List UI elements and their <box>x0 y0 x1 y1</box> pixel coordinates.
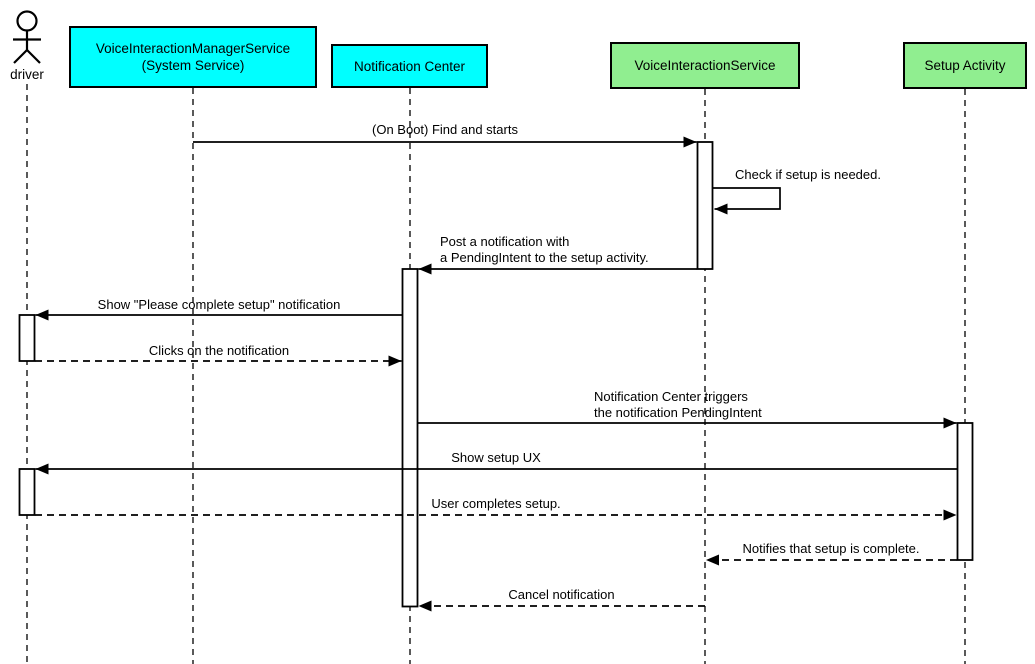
lifeline-box-voice-interaction-service: VoiceInteractionService <box>610 42 800 89</box>
activation-voice-interaction-service <box>696 141 714 270</box>
message-label-post-notification: Post a notification with a PendingIntent… <box>440 234 649 266</box>
activation-setup-activity <box>956 422 974 561</box>
actor-figure-driver <box>13 10 41 64</box>
lifeline-box-label: VoiceInteractionManagerService <box>95 41 291 56</box>
message-label-line: Notification Center triggers <box>594 389 748 404</box>
lifeline-box-notification-center: Notification Center <box>331 44 488 88</box>
lifeline-box-label: Notification Center <box>353 58 466 74</box>
activation-driver-2 <box>18 468 36 516</box>
message-label-cancel-notification: Cancel notification <box>508 587 615 602</box>
lifeline-box-label: Setup Activity <box>924 58 1006 73</box>
lifeline-box-label: VoiceInteractionService <box>634 58 776 73</box>
message-label-user-completes-setup: User completes setup. <box>431 496 561 511</box>
actor-label-driver: driver <box>10 67 44 82</box>
actor-head <box>16 10 38 32</box>
activation-notification-center <box>401 268 419 608</box>
message-label-show-setup-ux: Show setup UX <box>451 450 541 465</box>
lifeline-box-setup-activity: Setup Activity <box>903 42 1027 89</box>
lifeline-box-label: (System Service) <box>141 58 245 73</box>
activation-driver-1 <box>18 314 36 362</box>
message-label-line: Post a notification with <box>440 234 570 249</box>
arrow-check-setup-self <box>713 187 781 215</box>
lifeline-box-manager-service: VoiceInteractionManagerService (System S… <box>69 26 317 88</box>
message-label-notifies-setup-complete: Notifies that setup is complete. <box>742 541 920 556</box>
actor-leg-right <box>26 49 41 64</box>
message-label-show-notification: Show "Please complete setup" notificatio… <box>97 297 341 312</box>
message-label-trigger-pending-intent: Notification Center triggers the notific… <box>594 389 762 421</box>
message-label-line: a PendingIntent to the setup activity. <box>440 250 649 265</box>
actor-leg-left <box>13 49 28 64</box>
message-label-on-boot: (On Boot) Find and starts <box>372 122 518 137</box>
message-label-check-setup: Check if setup is needed. <box>735 167 881 182</box>
message-label-clicks-notification: Clicks on the notification <box>148 343 290 358</box>
message-label-line: the notification PendingIntent <box>594 405 762 420</box>
